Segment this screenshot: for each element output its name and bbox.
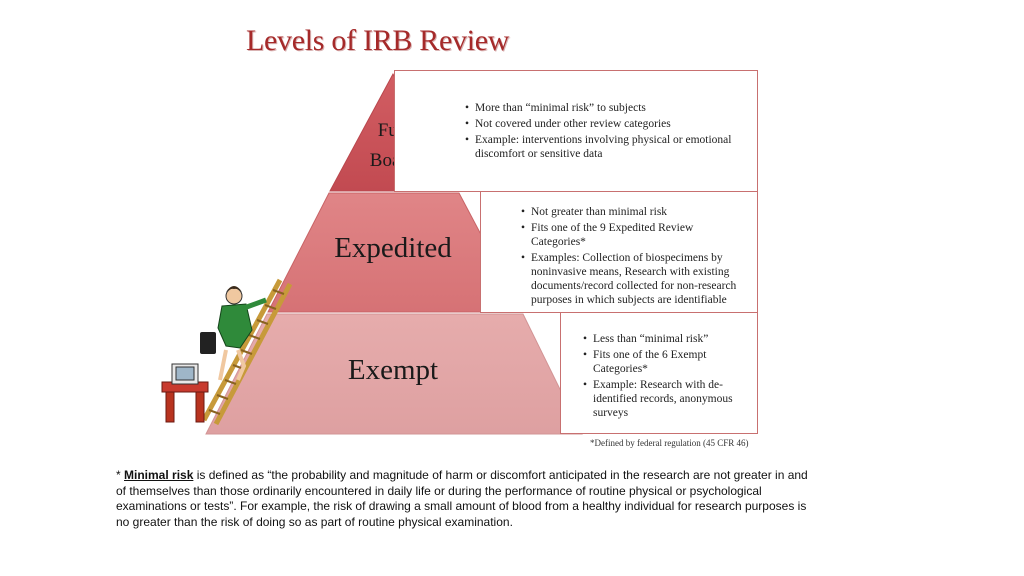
list-item: Example: Research with de-identified rec… <box>583 378 751 420</box>
list-item: More than “minimal risk” to subjects <box>465 101 747 115</box>
list-item: Example: interventions involving physica… <box>465 133 747 161</box>
list-item: Examples: Collection of biospecimens by … <box>521 251 751 307</box>
computer-desk-icon <box>161 363 209 423</box>
level-label-expedited: Expedited <box>334 232 452 264</box>
page-title: Levels of IRB Review <box>246 24 510 57</box>
full-board-description-box: More than “minimal risk” to subjects Not… <box>394 70 758 192</box>
list-item: Fits one of the 6 Exempt Categories* <box>583 348 751 376</box>
ladder-climber-icon <box>200 278 293 426</box>
footnote-text: is defined as “the probability and magni… <box>116 468 808 529</box>
footnote-prefix: * <box>116 468 125 482</box>
federal-regulation-note: *Defined by federal regulation (45 CFR 4… <box>590 438 749 448</box>
list-item: Not covered under other review categorie… <box>465 117 747 131</box>
footnote-term: Minimal risk <box>124 468 194 482</box>
minimal-risk-footnote: * Minimal risk is defined as “the probab… <box>116 468 816 530</box>
list-item: Not greater than minimal risk <box>521 205 751 219</box>
expedited-description-box: Not greater than minimal risk Fits one o… <box>480 191 758 313</box>
list-item: Less than “minimal risk” <box>583 332 751 346</box>
level-label-exempt: Exempt <box>347 354 439 386</box>
list-item: Fits one of the 9 Expedited Review Categ… <box>521 221 751 249</box>
pyramid-tier-exempt <box>205 313 583 435</box>
exempt-description-box: Less than “minimal risk” Fits one of the… <box>560 312 758 434</box>
